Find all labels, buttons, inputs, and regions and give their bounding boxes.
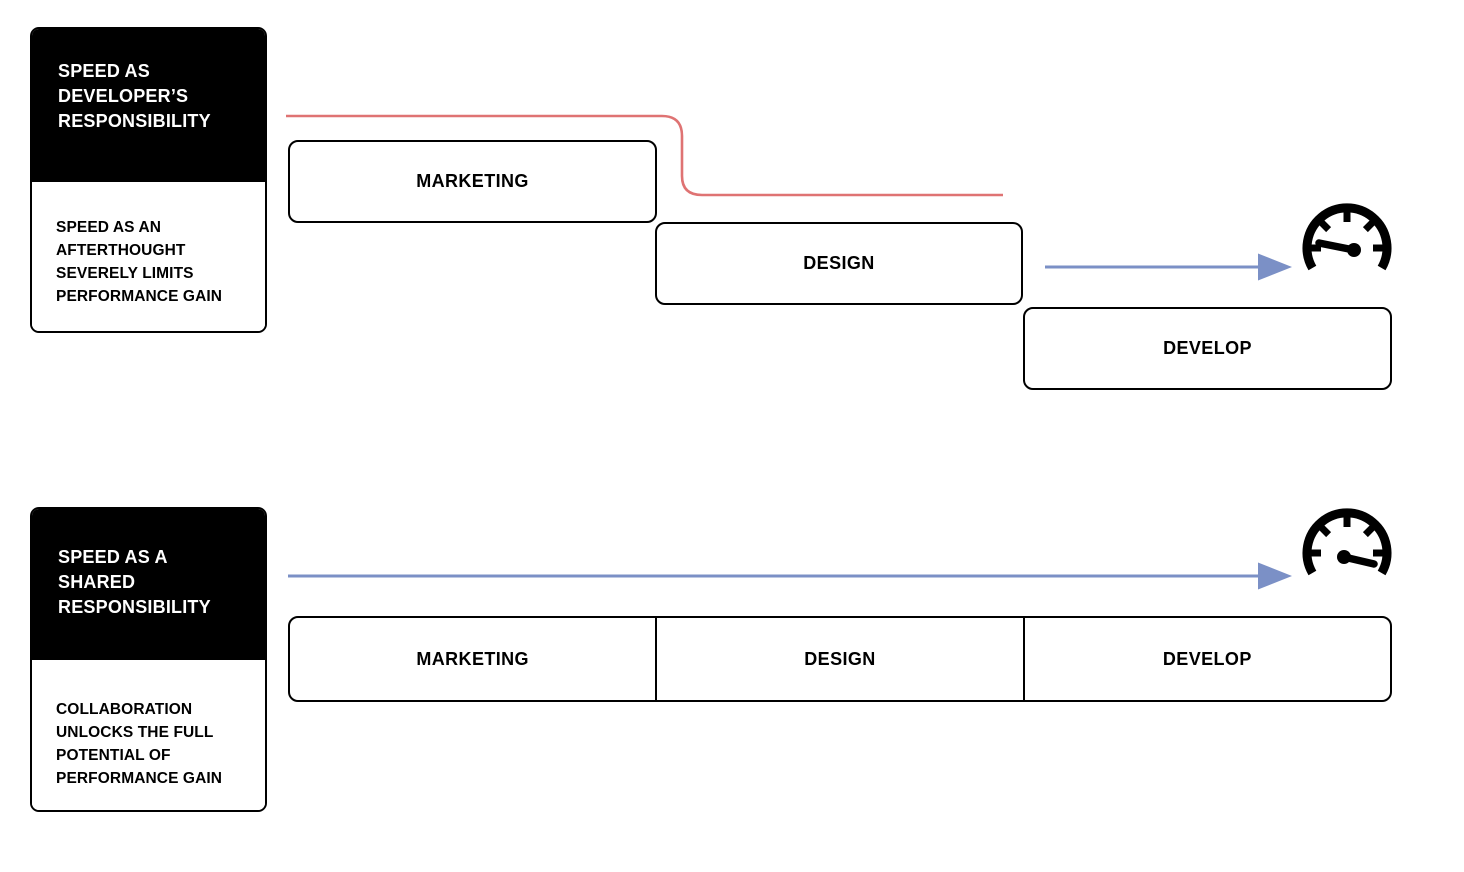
shared-card-description: COLLABORATION UNLOCKS THE FULL POTENTIAL… (56, 701, 223, 787)
stage-box-marketing: MARKETING (288, 140, 657, 223)
stage-label-marketing: MARKETING (416, 171, 529, 191)
shared-card-header: SPEED AS A SHARED RESPONSIBILITY (32, 509, 265, 660)
shared-info-card: SPEED AS A SHARED RESPONSIBILITY COLLABO… (30, 507, 267, 812)
waterfall-card-body: SPEED AS AN AFTERTHOUGHT SEVERELY LIMITS… (32, 182, 265, 331)
waterfall-card-title: SPEED AS DEVELOPER’S RESPONSIBILITY (58, 61, 211, 131)
speedometer-icon (1302, 508, 1392, 576)
waterfall-info-card: SPEED AS DEVELOPER’S RESPONSIBILITY SPEE… (30, 27, 267, 333)
stage-label-design: DESIGN (804, 648, 876, 669)
speed-arrow-short (1045, 253, 1292, 281)
shared-card-title: SPEED AS A SHARED RESPONSIBILITY (58, 547, 211, 617)
shared-card-body: COLLABORATION UNLOCKS THE FULL POTENTIAL… (32, 660, 265, 810)
stage-label-develop: DEVELOP (1163, 338, 1252, 358)
stage-cell-design: DESIGN (655, 618, 1022, 700)
speedometer-icon (1302, 203, 1392, 271)
stage-label-marketing: MARKETING (416, 648, 529, 669)
stage-box-design: DESIGN (655, 222, 1023, 305)
shared-stage-row: MARKETING DESIGN DEVELOP (288, 616, 1392, 702)
stage-label-design: DESIGN (803, 253, 875, 273)
waterfall-card-header: SPEED AS DEVELOPER’S RESPONSIBILITY (32, 29, 265, 182)
speed-arrow-long (288, 562, 1292, 590)
stage-cell-marketing: MARKETING (290, 618, 655, 700)
stage-cell-develop: DEVELOP (1022, 618, 1390, 700)
stage-label-develop: DEVELOP (1162, 648, 1252, 669)
waterfall-card-description: SPEED AS AN AFTERTHOUGHT SEVERELY LIMITS… (56, 219, 223, 305)
stage-box-develop: DEVELOP (1023, 307, 1392, 390)
